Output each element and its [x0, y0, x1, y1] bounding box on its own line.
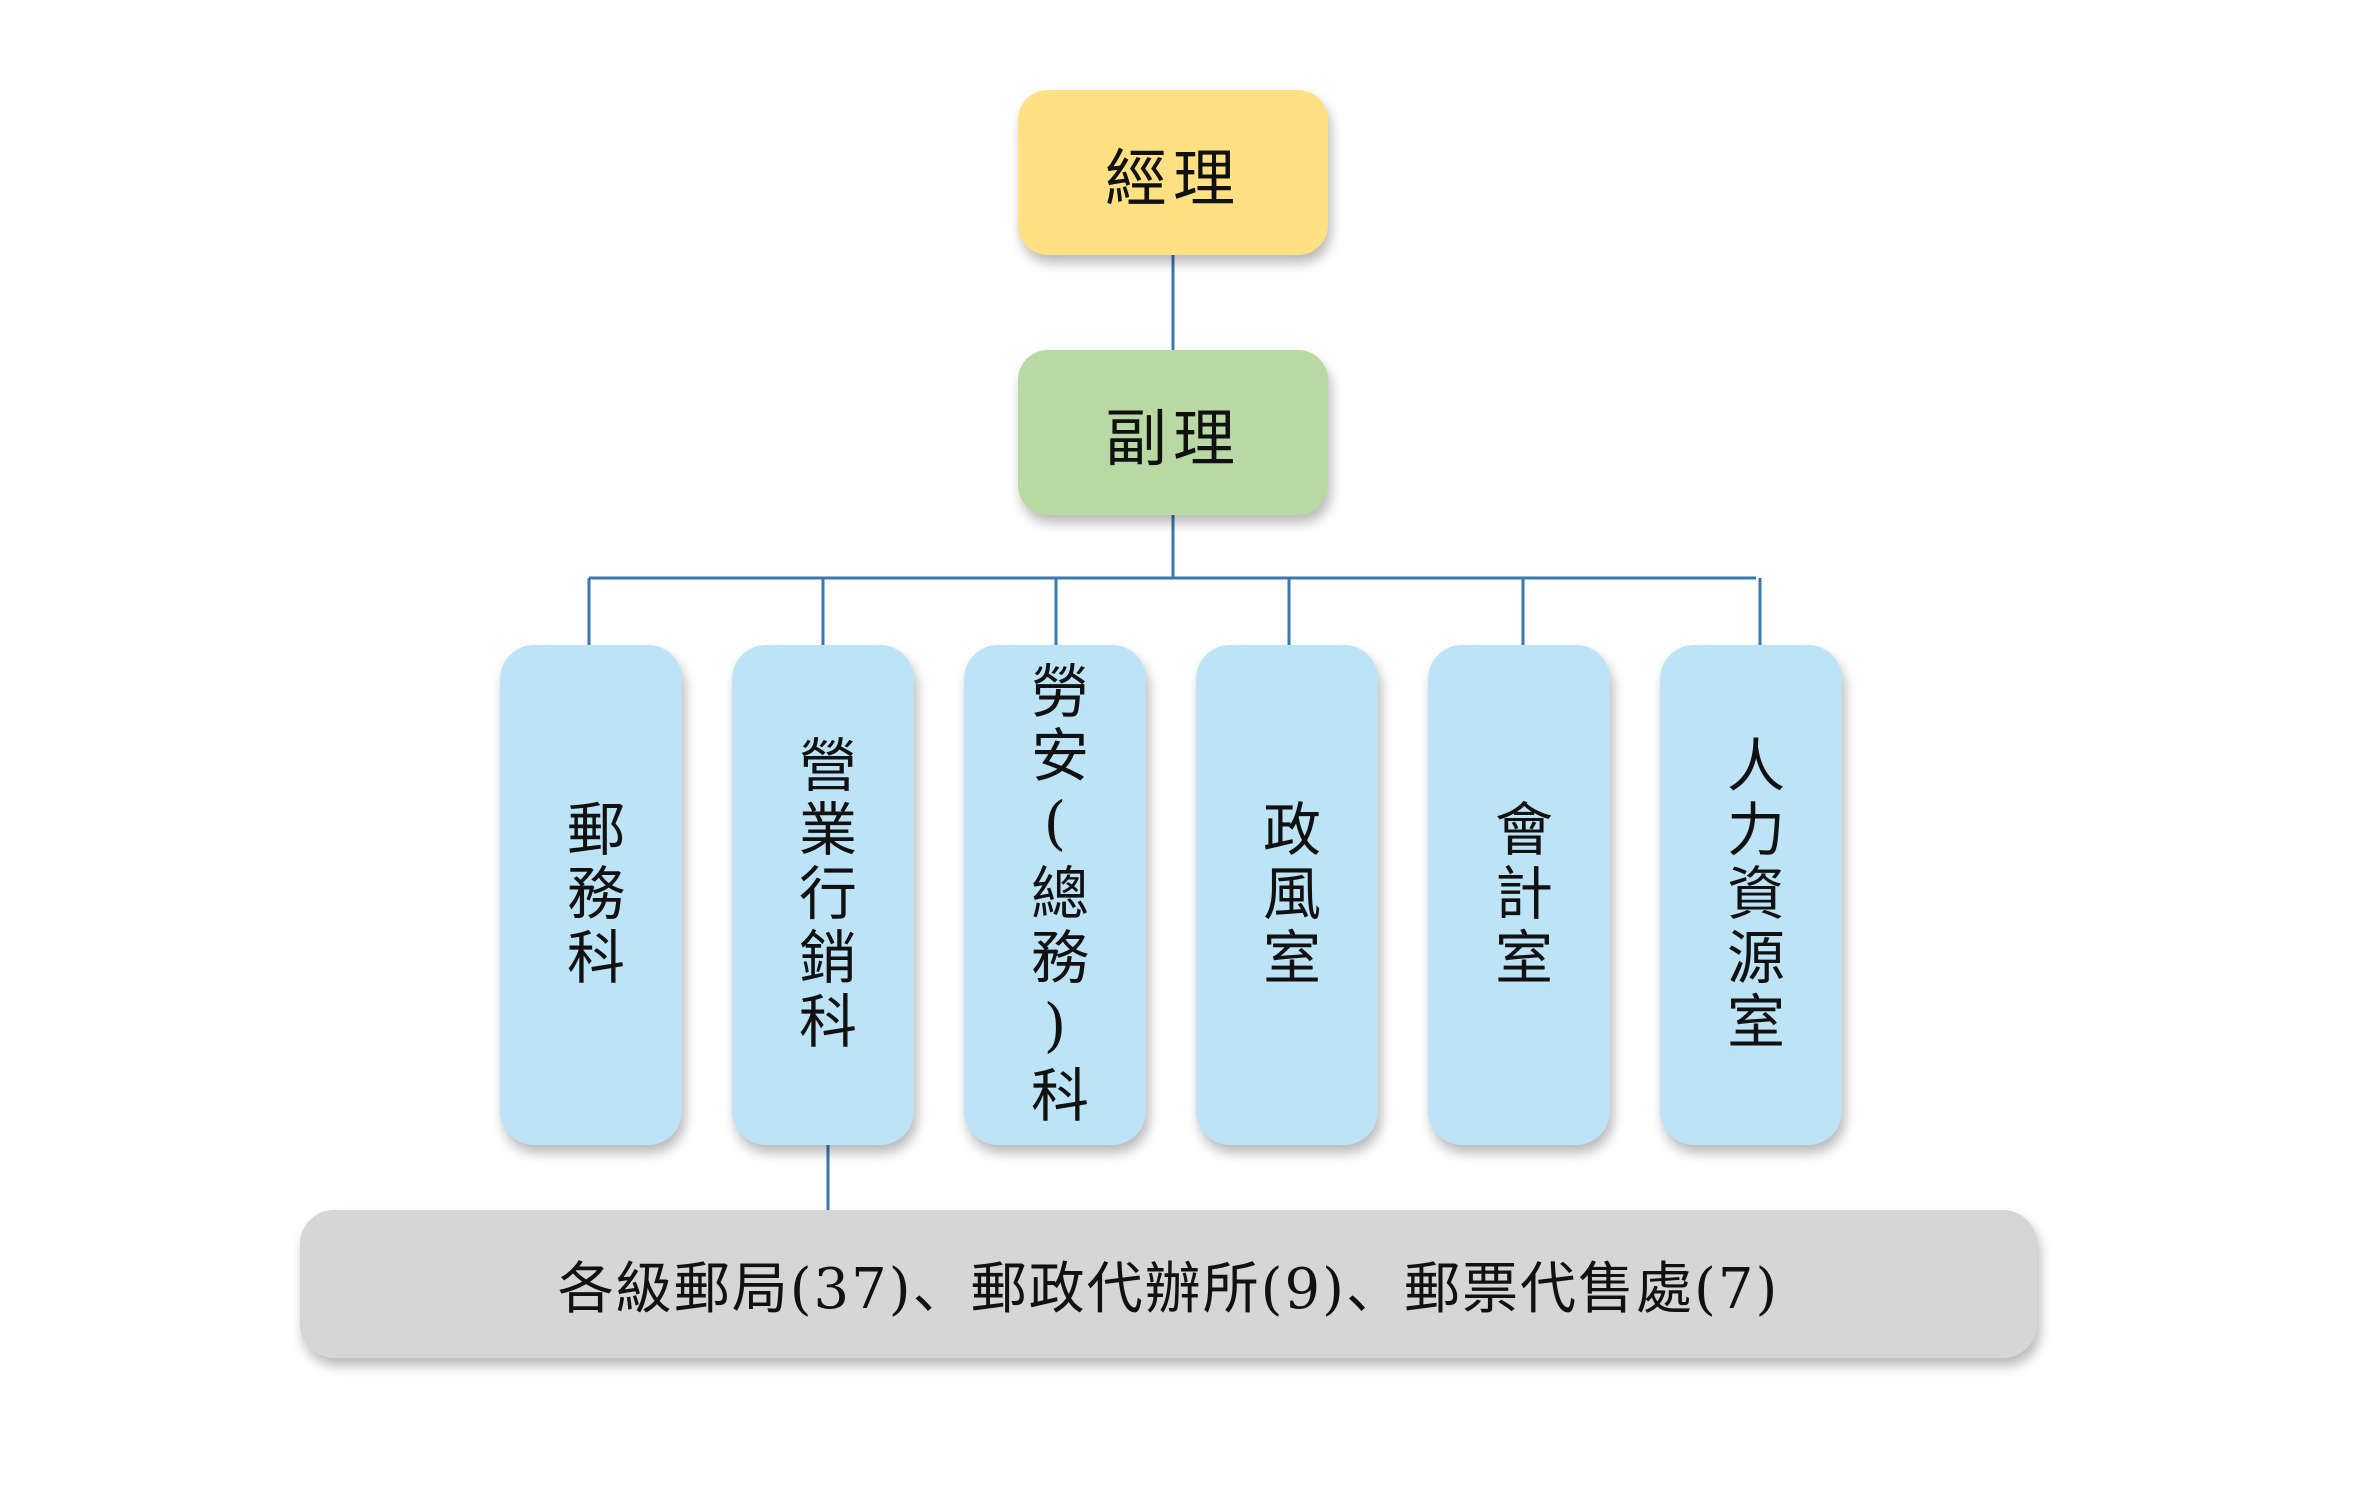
deputy-manager-node: 副理 — [1018, 350, 1328, 515]
department-label: 人力資源室 — [1717, 735, 1785, 1055]
post-offices-label: 各級郵局(37)、郵政代辦所(9)、郵票代售處(7) — [557, 1256, 1780, 1322]
department-ethics: 政風室 — [1196, 645, 1378, 1145]
department-accounting: 會計室 — [1428, 645, 1610, 1145]
manager-node: 經理 — [1018, 90, 1328, 255]
department-label: 營業行銷科 — [789, 735, 857, 1055]
department-label: 政風室 — [1253, 799, 1321, 991]
manager-label: 經理 — [1104, 141, 1241, 215]
department-labor-safety-general-affairs: 勞安(總務)科 — [964, 645, 1146, 1145]
department-business-marketing: 營業行銷科 — [732, 645, 914, 1145]
deputy-manager-label: 副理 — [1104, 401, 1241, 475]
department-label: 郵務科 — [557, 799, 625, 991]
department-label: 勞安(總務)科 — [1021, 661, 1089, 1129]
post-offices-node: 各級郵局(37)、郵政代辦所(9)、郵票代售處(7) — [300, 1210, 2037, 1358]
department-label: 會計室 — [1485, 799, 1553, 991]
department-human-resources: 人力資源室 — [1660, 645, 1842, 1145]
department-postal-affairs: 郵務科 — [500, 645, 682, 1145]
